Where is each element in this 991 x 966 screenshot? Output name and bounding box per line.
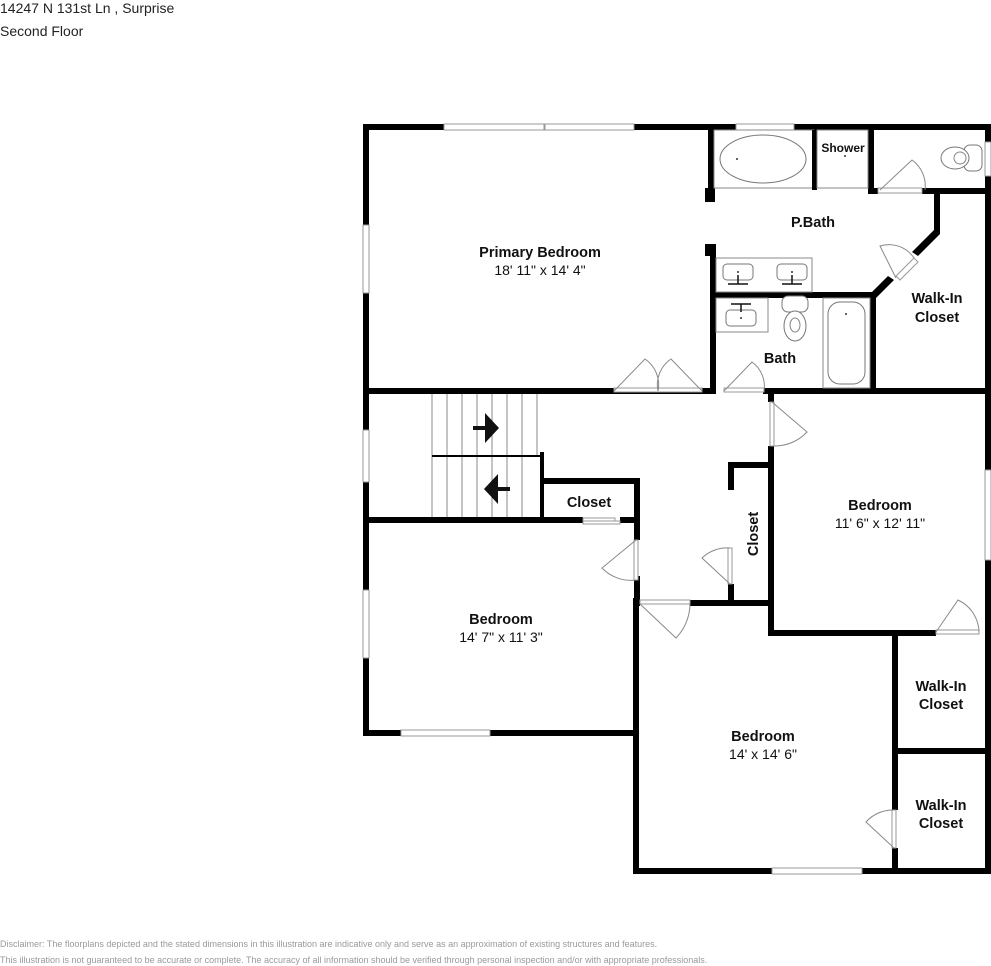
fixtures: [431, 129, 983, 517]
room-name-bedroom-south: Bedroom: [731, 729, 795, 745]
room-name-bedroom-east: Bedroom: [848, 498, 912, 514]
room-labels: Primary Bedroom 18' 11" x 14' 4" P.Bath …: [459, 141, 966, 832]
room-dims-primary-bedroom: 18' 11" x 14' 4": [494, 262, 585, 278]
room-name-walkin-closet-primary-2: Closet: [915, 310, 959, 326]
room-name-bedroom-west: Bedroom: [469, 612, 533, 628]
room-name-walkin-closet-a-2: Closet: [919, 697, 963, 713]
room-name-walkin-closet-a-1: Walk-In: [915, 679, 966, 695]
property-address: 14247 N 131st Ln , Surprise: [0, 0, 175, 16]
room-dims-bedroom-east: 11' 6" x 12' 11": [835, 515, 925, 531]
room-name-walkin-closet-b-2: Closet: [919, 816, 963, 832]
room-name-bath: Bath: [764, 351, 796, 367]
doors: [582, 159, 980, 849]
floor-label: Second Floor: [0, 23, 84, 39]
room-name-p-bath: P.Bath: [791, 215, 835, 231]
room-name-shower: Shower: [821, 141, 865, 155]
stairs-up-arrow-icon: [473, 413, 499, 443]
room-name-closet-vertical: Closet: [746, 512, 762, 556]
room-dims-bedroom-south: 14' x 14' 6": [729, 746, 797, 762]
toilet-icon: [940, 144, 983, 172]
staircase: [431, 394, 542, 517]
room-name-closet-hall: Closet: [567, 495, 611, 511]
sink-icon: [776, 263, 808, 285]
sink-icon: [722, 263, 754, 285]
stairs-down-arrow-icon: [484, 474, 510, 504]
disclaimer-line-1: Disclaimer: The floorplans depicted and …: [0, 939, 658, 949]
room-name-walkin-closet-b-1: Walk-In: [915, 798, 966, 814]
bathtub-icon: [719, 134, 807, 184]
room-name-primary-bedroom: Primary Bedroom: [479, 245, 601, 261]
disclaimer-line-2: This illustration is not guaranteed to b…: [0, 955, 708, 965]
bathtub-icon: [827, 301, 866, 385]
windows: [362, 123, 991, 875]
sink-icon: [725, 303, 757, 327]
room-dims-bedroom-west: 14' 7" x 11' 3": [459, 629, 543, 645]
room-name-walkin-closet-primary-1: Walk-In: [911, 291, 962, 307]
toilet-icon: [781, 295, 809, 342]
